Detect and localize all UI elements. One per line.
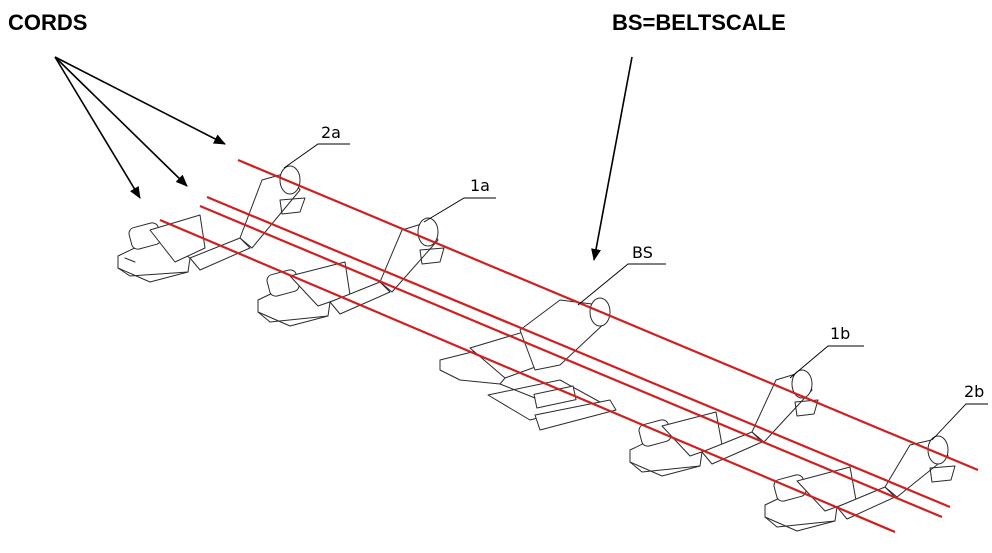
idler-labels: 2a 1a BS 1b 2b — [283, 123, 988, 441]
cord-4 — [159, 218, 896, 534]
cord-1 — [237, 158, 979, 472]
label-2a: 2a — [321, 123, 341, 142]
cords — [159, 158, 979, 534]
idler-2a — [117, 165, 306, 283]
label-1b: 1b — [830, 324, 850, 343]
idler-2b — [764, 435, 956, 532]
beltscale-idler — [439, 297, 617, 431]
annotation-arrows — [54, 56, 633, 261]
cord-2 — [206, 195, 951, 509]
label-1a: 1a — [470, 176, 490, 195]
cord-3 — [199, 204, 943, 519]
idler-1b — [629, 369, 819, 477]
cords-arrow-3 — [54, 56, 141, 199]
beltscale-arrow — [591, 56, 633, 261]
beltscale-heading: BS=BELTSCALE — [612, 10, 786, 35]
cords-arrow-1 — [54, 56, 226, 145]
cords-arrow-2 — [54, 56, 188, 187]
label-bs: BS — [632, 243, 653, 262]
label-2b: 2b — [964, 382, 984, 401]
cords-heading: CORDS — [8, 10, 88, 35]
